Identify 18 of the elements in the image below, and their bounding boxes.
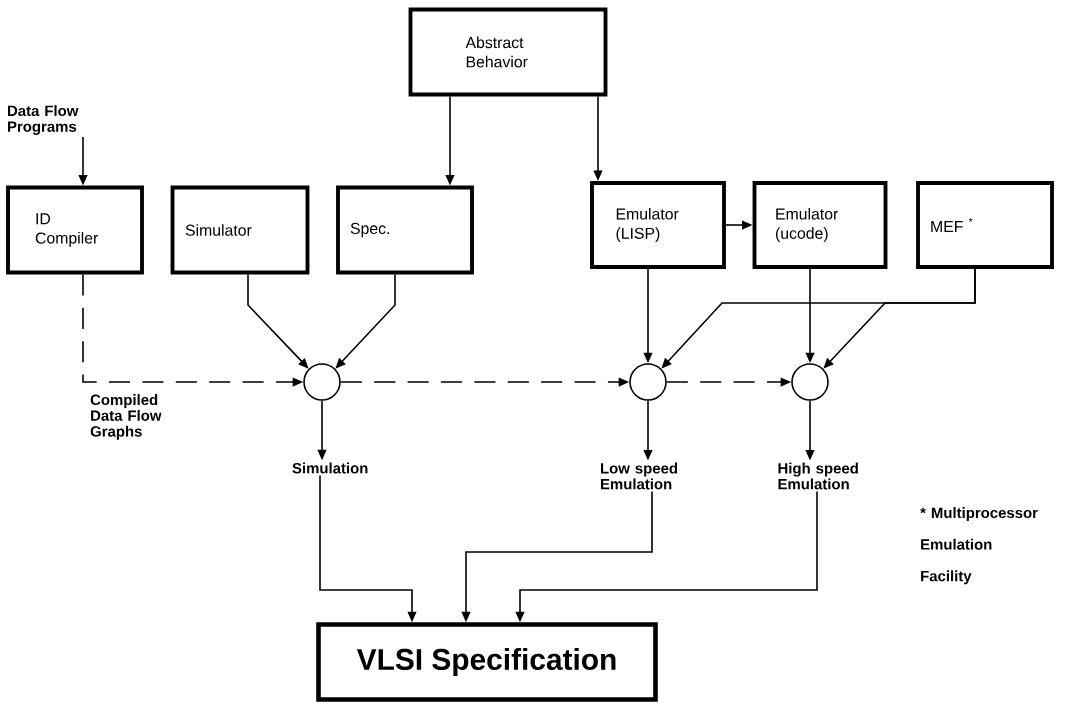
edge-label: Compiled Data Flow Graphs bbox=[88, 392, 167, 442]
process-box: Spec. bbox=[336, 185, 474, 275]
output-label: High speed Emulation bbox=[778, 462, 858, 490]
input-label: Data Flow Programs bbox=[8, 105, 79, 135]
output-label: Simulation bbox=[292, 462, 368, 474]
junction-circle bbox=[791, 363, 829, 401]
result-box: VLSI Specification bbox=[316, 622, 658, 702]
junction-circle bbox=[629, 363, 667, 401]
process-box: Emulator (ucode) bbox=[752, 181, 888, 269]
process-box: ID Compiler bbox=[6, 185, 144, 275]
process-box: Abstract Behavior bbox=[408, 7, 608, 97]
output-label: Low speed Emulation bbox=[601, 462, 677, 490]
junction-circle bbox=[303, 363, 341, 401]
process-box: MEF $^{*}$ bbox=[916, 181, 1054, 269]
footnote: * Multiprocessor Emulation Facility bbox=[920, 507, 1038, 585]
arrow bbox=[247, 273, 309, 369]
process-box: Emulator (LISP) bbox=[590, 181, 726, 269]
process-box: Simulator bbox=[170, 185, 310, 275]
